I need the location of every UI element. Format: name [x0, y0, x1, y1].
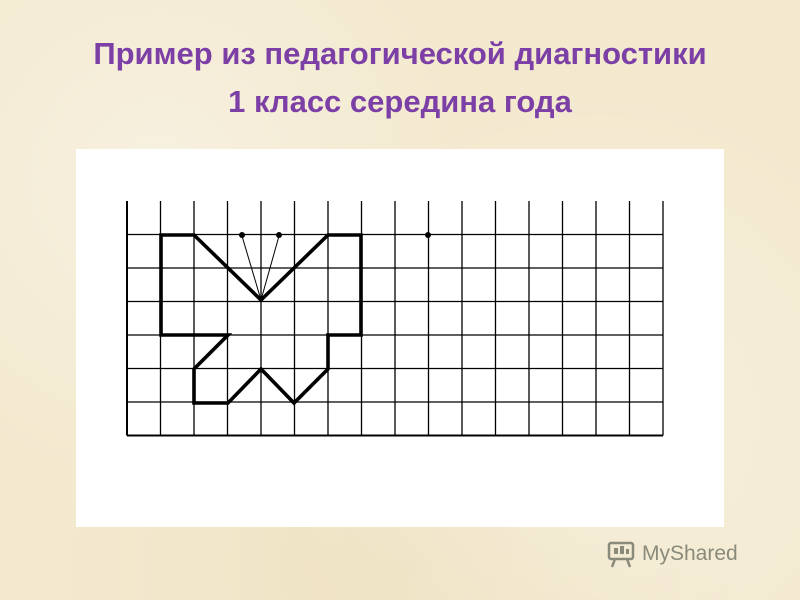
start-point-dot	[425, 232, 431, 238]
watermark-text: MyShared	[642, 542, 738, 565]
title-line-1: Пример из педагогической диагностики	[93, 36, 707, 71]
myshared-logo-icon	[607, 541, 635, 568]
myshared-watermark: MyShared	[606, 538, 776, 570]
antenna-dot-right	[276, 232, 282, 238]
page-title: Пример из педагогической диагностики 1 к…	[0, 30, 800, 126]
antenna-dot-left	[239, 232, 245, 238]
title-line-2: 1 класс середина года	[228, 84, 572, 119]
butterfly-antenna-right	[260, 235, 280, 301]
grid-drawing	[126, 201, 664, 437]
graph-paper-grid	[126, 201, 664, 437]
butterfly-outline	[159, 233, 363, 406]
butterfly-antenna-left	[241, 235, 262, 301]
diagnostic-drawing-panel	[76, 149, 724, 527]
